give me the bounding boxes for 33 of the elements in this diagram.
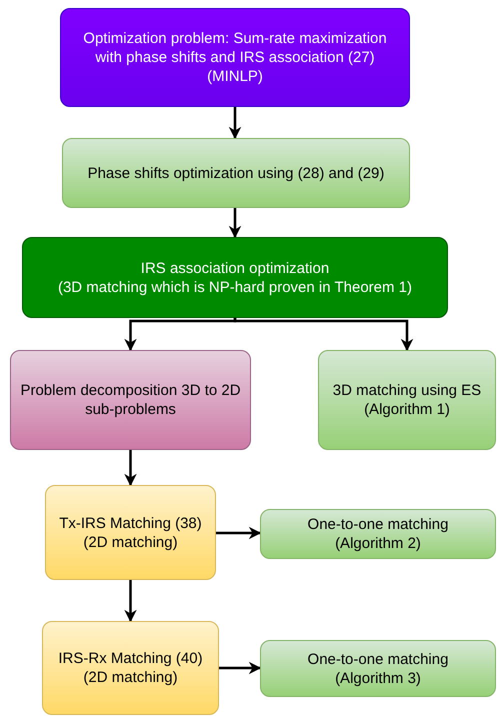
node-text: One-to-one matching [308, 650, 448, 668]
arrow [228, 208, 242, 238]
node-text: IRS-Rx Matching (40) [58, 649, 203, 668]
process-box [22, 237, 448, 318]
node-text: (Algorithm 2) [335, 534, 421, 553]
node-text: (Algorithm 1) [364, 400, 450, 419]
arrow [124, 450, 137, 486]
node-text: Optimization problem: Sum-rate maximization with phase shifts and IRS association (27) [82, 29, 388, 67]
node-text: (MINLP) [207, 67, 263, 86]
node-text: Problem decomposition 3D to 2D sub-problems [19, 381, 242, 419]
process-box [318, 350, 496, 450]
node-text: One-to-one matching [308, 515, 448, 534]
arrow [124, 580, 137, 622]
process-box [42, 621, 219, 715]
process-box [62, 138, 410, 208]
arrow [228, 107, 242, 140]
node-text: (3D matching which is NP-hard proven in Theorem 1) [58, 278, 412, 296]
process-box [45, 485, 216, 580]
arrow [234, 318, 414, 352]
process-box [10, 350, 251, 450]
arrow [219, 662, 262, 674]
arrow [216, 526, 262, 540]
node-text: Phase shifts optimization using (28) and (29) [88, 164, 384, 182]
node-text: (2D matching) [83, 532, 178, 552]
process-box [260, 509, 496, 559]
arrow [124, 318, 236, 352]
node-text: (2D matching) [83, 668, 178, 687]
node-text: (Algorithm 3) [335, 668, 421, 688]
node-text: 3D matching using ES [332, 381, 482, 400]
process-box [260, 640, 496, 697]
process-box [60, 8, 410, 107]
node-text: Tx-IRS Matching (38) [59, 514, 202, 532]
node-text: IRS association optimization [140, 258, 330, 278]
